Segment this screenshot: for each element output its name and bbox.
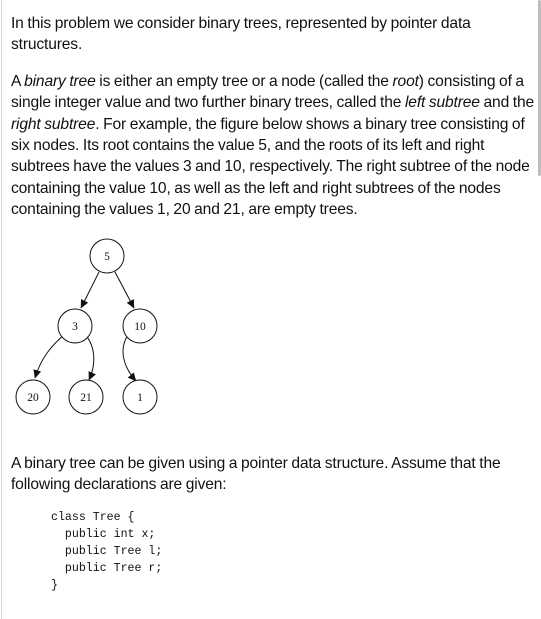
code-block: class Tree { public int x; public Tree l… [51, 509, 535, 594]
left-border [1, 0, 2, 619]
node-label-3: 3 [72, 321, 78, 333]
term-left-subtree: left subtree [404, 94, 480, 112]
edge-5-3 [80, 271, 100, 309]
code-line: public Tree l; [51, 545, 163, 559]
tree-node-10: 10 [122, 308, 158, 344]
node-label-20: 20 [27, 392, 39, 404]
scrollbar-thumb[interactable] [538, 0, 541, 176]
term-root: root [392, 72, 419, 90]
code-line: class Tree { [51, 511, 135, 525]
code-line: public Tree r; [51, 562, 163, 576]
node-label-1: 1 [137, 392, 143, 404]
intro-paragraph: In this problem we consider binary trees… [11, 15, 471, 54]
edge-3-20 [33, 332, 67, 379]
tree-node-3: 3 [57, 308, 93, 344]
declarations-paragraph: A binary tree can be given using a point… [11, 454, 501, 494]
node-label-10: 10 [134, 321, 146, 333]
term-binary-tree: binary tree [24, 72, 96, 90]
tree-svg: 5 3 10 20 21 1 [15, 238, 158, 415]
tree-node-20: 20 [15, 379, 51, 415]
code-line: public int x; [51, 528, 156, 542]
code-line: } [51, 579, 58, 593]
binary-tree-figure: 5 3 10 20 21 1 [11, 238, 535, 434]
tree-node-1: 1 [122, 379, 158, 415]
problem-description: In this problem we consider binary trees… [11, 13, 535, 594]
tree-node-21: 21 [68, 379, 104, 415]
node-label-5: 5 [104, 251, 110, 263]
edge-5-10 [114, 271, 135, 309]
definition-paragraph: A binary tree is either an empty tree or… [11, 72, 535, 219]
term-right-subtree: right subtree [11, 115, 96, 133]
tree-node-5: 5 [89, 238, 125, 274]
node-label-21: 21 [80, 392, 92, 404]
